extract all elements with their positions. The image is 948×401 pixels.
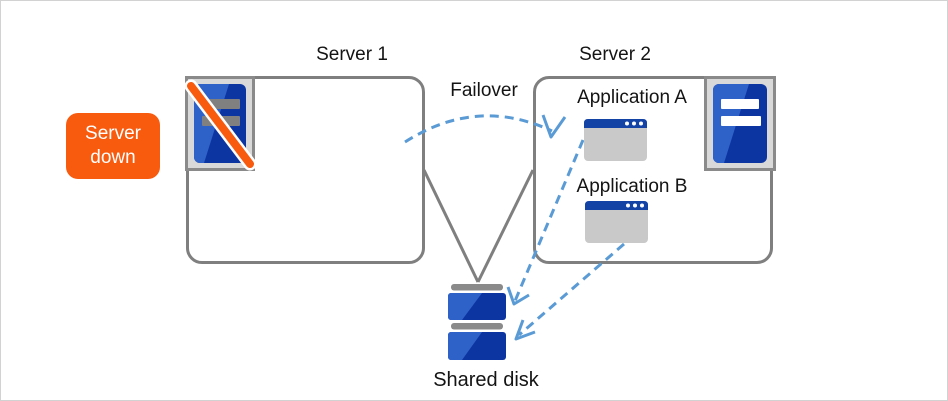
server1-tower-crossed-icon bbox=[185, 76, 255, 171]
application-b-label: Application B bbox=[576, 176, 688, 197]
server1-disk-connector bbox=[422, 169, 480, 283]
failover-label: Failover bbox=[450, 80, 518, 101]
server2-tower-icon bbox=[704, 76, 776, 171]
application-a-label: Application A bbox=[577, 87, 687, 108]
app-a-arrowhead-icon bbox=[506, 286, 530, 306]
app-b-arrowhead-icon bbox=[514, 319, 536, 341]
failover-arrow bbox=[404, 114, 553, 144]
server2-disk-connector bbox=[476, 169, 535, 283]
shared-disk-label: Shared disk bbox=[433, 369, 539, 391]
server1-label: Server 1 bbox=[316, 44, 388, 65]
app-b-window-icon bbox=[585, 201, 648, 243]
server2-label: Server 2 bbox=[579, 44, 651, 65]
server-down-badge: Server down bbox=[66, 113, 160, 179]
shared-disk-stack-icon bbox=[448, 284, 506, 360]
app-a-window-icon bbox=[584, 119, 647, 161]
